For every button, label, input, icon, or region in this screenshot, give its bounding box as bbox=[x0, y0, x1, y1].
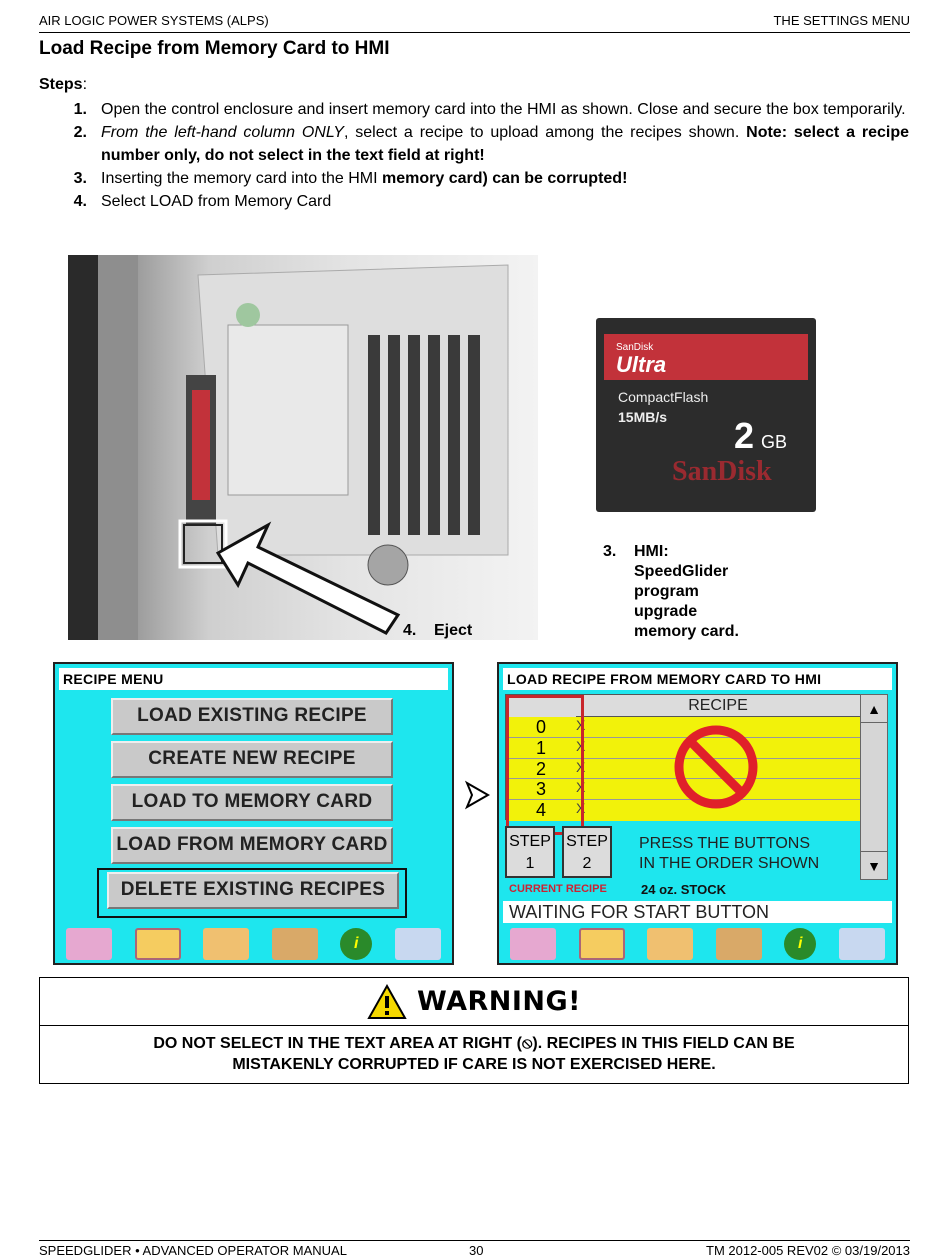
card-logo: SanDisk bbox=[672, 456, 772, 487]
load-existing-recipe-button[interactable]: LOAD EXISTING RECIPE bbox=[111, 698, 393, 735]
recipe-number[interactable]: 4 bbox=[535, 800, 546, 821]
hmi-photo-drawing bbox=[68, 255, 509, 640]
recipe-number[interactable]: 3 bbox=[535, 779, 546, 800]
calculator-icon[interactable] bbox=[66, 928, 113, 960]
steps-heading: Steps: bbox=[39, 76, 88, 93]
warning-title: WARNING! bbox=[417, 986, 581, 1017]
warning-header: WARNING! bbox=[40, 978, 908, 1026]
recipe-number[interactable]: 1 bbox=[535, 737, 546, 758]
warning-text: DO NOT SELECT IN THE TEXT AREA AT RIGHT … bbox=[153, 1035, 795, 1073]
recipe-menu-screen: RECIPE MENU LOAD EXISTING RECIPE CREATE … bbox=[53, 662, 454, 965]
nav-icon-bar: i bbox=[55, 925, 452, 963]
load-screen-title: LOAD RECIPE FROM MEMORY CARD TO HMI bbox=[503, 668, 892, 690]
info-icon[interactable]: i bbox=[340, 928, 373, 960]
steps-list: 1.Open the control enclosure and insert … bbox=[39, 98, 909, 213]
wrench-icon[interactable] bbox=[647, 928, 694, 960]
prohibited-icon bbox=[674, 725, 758, 809]
recipe-name-field[interactable]: X bbox=[576, 737, 586, 754]
arrow-right-icon bbox=[464, 780, 491, 810]
header-left: AIR LOGIC POWER SYSTEMS (ALPS) bbox=[39, 13, 269, 28]
recipe-name-field[interactable]: X bbox=[576, 758, 586, 775]
footer-left: SPEEDGLIDER • ADVANCED OPERATOR MANUAL bbox=[39, 1243, 347, 1258]
recipe-column-header: RECIPE bbox=[576, 695, 860, 717]
delete-existing-recipes-button[interactable]: DELETE EXISTING RECIPES bbox=[107, 872, 399, 909]
footer-right: TM 2012-005 REV02 © 03/19/2013 bbox=[706, 1243, 910, 1258]
card-capacity: 2 bbox=[734, 415, 754, 456]
chart-icon[interactable] bbox=[134, 928, 181, 960]
recipe-name-field[interactable]: X bbox=[576, 779, 586, 796]
compactflash-card-photo: SanDisk Ultra CompactFlash 15MB/s 2 GB S… bbox=[596, 318, 816, 512]
step-item: 4.Select LOAD from Memory Card bbox=[73, 193, 332, 210]
header-right: THE SETTINGS MENU bbox=[773, 13, 910, 28]
recipe-menu-title: RECIPE MENU bbox=[59, 668, 448, 690]
page-title: Load Recipe from Memory Card to HMI bbox=[39, 38, 390, 59]
calculator-icon[interactable] bbox=[510, 928, 557, 960]
wrench-icon[interactable] bbox=[203, 928, 250, 960]
load-recipe-screen: LOAD RECIPE FROM MEMORY CARD TO HMI RECI… bbox=[497, 662, 898, 965]
clipboard-icon[interactable] bbox=[271, 928, 318, 960]
recipe-number-highlight bbox=[506, 695, 584, 835]
card-type: CompactFlash bbox=[618, 389, 708, 405]
eject-caption: 4.Eject bbox=[403, 622, 473, 639]
card-brand: Ultra bbox=[616, 352, 666, 377]
load-to-memory-card-button[interactable]: LOAD TO MEMORY CARD bbox=[111, 784, 393, 821]
selection-frame bbox=[97, 868, 407, 918]
step-item: 2.From the left-hand column ONLY, select… bbox=[73, 124, 910, 164]
scroll-down-icon[interactable]: ▼ bbox=[861, 851, 887, 879]
scrollbar[interactable]: ▲ ▼ bbox=[860, 694, 888, 880]
clipboard-icon[interactable] bbox=[715, 928, 762, 960]
warning-box: WARNING! DO NOT SELECT IN THE TEXT AREA … bbox=[39, 977, 909, 1084]
compactflash-card-drawing: SanDisk Ultra CompactFlash 15MB/s 2 GB S… bbox=[604, 334, 808, 487]
card-speed: 15MB/s bbox=[618, 409, 667, 425]
page-header: AIR LOGIC POWER SYSTEMS (ALPS) THE SETTI… bbox=[39, 13, 910, 33]
chart-icon[interactable] bbox=[578, 928, 625, 960]
card-brand-small: SanDisk bbox=[616, 342, 654, 353]
create-new-recipe-button[interactable]: CREATE NEW RECIPE bbox=[111, 741, 393, 778]
nav-icon-bar: i bbox=[499, 925, 896, 963]
step-item: 1.Open the control enclosure and insert … bbox=[73, 101, 906, 118]
current-recipe-label: CURRENT RECIPE bbox=[509, 883, 607, 895]
step-item: 3.Inserting the memory card into the HMI… bbox=[73, 170, 628, 187]
page-number: 30 bbox=[469, 1243, 484, 1258]
current-recipe-value: 24 oz. STOCK bbox=[641, 882, 727, 897]
home-icon[interactable] bbox=[838, 928, 885, 960]
warning-icon bbox=[367, 983, 407, 1019]
home-icon[interactable] bbox=[394, 928, 441, 960]
recipe-number[interactable]: 2 bbox=[535, 758, 546, 779]
card-unit: GB bbox=[761, 432, 787, 452]
recipe-name-field[interactable]: X bbox=[576, 800, 586, 817]
scroll-up-icon[interactable]: ▲ bbox=[861, 695, 887, 723]
hmi-photo bbox=[68, 255, 538, 640]
status-message: WAITING FOR START BUTTON bbox=[503, 901, 892, 923]
info-icon[interactable]: i bbox=[784, 928, 817, 960]
page-footer: SPEEDGLIDER • ADVANCED OPERATOR MANUAL 3… bbox=[39, 1240, 910, 1258]
load-from-memory-card-button[interactable]: LOAD FROM MEMORY CARD bbox=[111, 827, 393, 864]
recipe-name-field[interactable]: X bbox=[576, 717, 586, 733]
recipe-number[interactable]: 0 bbox=[535, 717, 546, 737]
